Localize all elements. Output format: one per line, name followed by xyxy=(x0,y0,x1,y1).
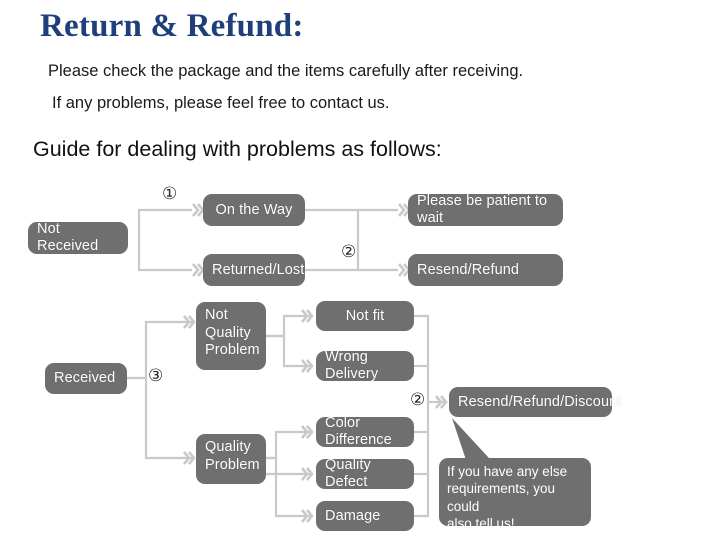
node-label: Quality Defect xyxy=(325,457,371,490)
node-wrong-delivery[interactable]: Wrong Delivery xyxy=(316,349,414,382)
node-on-the-way[interactable]: On the Way xyxy=(203,194,305,226)
node-please-be-patient[interactable]: Please be patient to wait xyxy=(408,193,563,226)
page-title: Return & Refund: xyxy=(40,8,304,44)
node-label: Resend/Refund/Discount xyxy=(458,393,622,410)
node-label: Damage xyxy=(325,507,381,524)
node-quality-defect[interactable]: Quality Defect xyxy=(316,457,414,490)
node-label: Wrong Delivery xyxy=(325,349,379,382)
step-marker-2-top: ② xyxy=(341,242,357,262)
node-label-line-3: Problem xyxy=(205,342,260,359)
step-marker-1: ① xyxy=(162,184,178,204)
node-label: Color Difference xyxy=(325,415,392,448)
callout-line-1: If you have any else xyxy=(447,464,568,479)
guide-heading: Guide for dealing with problems as follo… xyxy=(33,137,442,161)
node-label-line-1: Quality xyxy=(205,439,251,455)
node-resend-refund-discount[interactable]: Resend/Refund/Discount xyxy=(449,387,621,417)
node-returned-lost[interactable]: Returned/Lost xyxy=(203,254,305,286)
node-received[interactable]: Received xyxy=(45,363,127,394)
node-not-quality-problem[interactable]: Not Quality Problem xyxy=(196,302,266,370)
node-label: Received xyxy=(54,370,116,387)
intro-line-1: Please check the package and the items c… xyxy=(48,62,524,80)
node-resend-refund[interactable]: Resend/Refund xyxy=(408,254,563,286)
node-label: Resend/Refund xyxy=(417,261,520,278)
node-label: Not fit xyxy=(345,307,385,324)
node-not-fit[interactable]: Not fit xyxy=(316,301,414,331)
node-damage[interactable]: Damage xyxy=(316,501,414,531)
callout-bubble: If you have any else requirements, you c… xyxy=(439,458,591,531)
node-label-line-2: Quality xyxy=(205,324,251,341)
node-label-line-2: Problem xyxy=(205,456,260,473)
callout-line-3: also tell us! xyxy=(447,515,515,531)
step-marker-3: ③ xyxy=(148,366,164,386)
node-label-line-1: Not xyxy=(205,307,228,323)
node-color-difference[interactable]: Color Difference xyxy=(316,415,414,448)
intro-line-2: If any problems, please feel free to con… xyxy=(52,94,390,112)
node-label: On the Way xyxy=(215,201,293,218)
node-not-received[interactable]: Not Received xyxy=(28,221,128,254)
node-label: Not Received xyxy=(37,221,99,254)
node-label: Returned/Lost xyxy=(212,261,305,278)
node-quality-problem[interactable]: Quality Problem xyxy=(196,434,266,484)
node-label: Please be patient to wait xyxy=(417,193,548,226)
callout-line-2: requirements, you could xyxy=(447,481,556,514)
step-marker-2-bottom: ② xyxy=(410,390,426,410)
